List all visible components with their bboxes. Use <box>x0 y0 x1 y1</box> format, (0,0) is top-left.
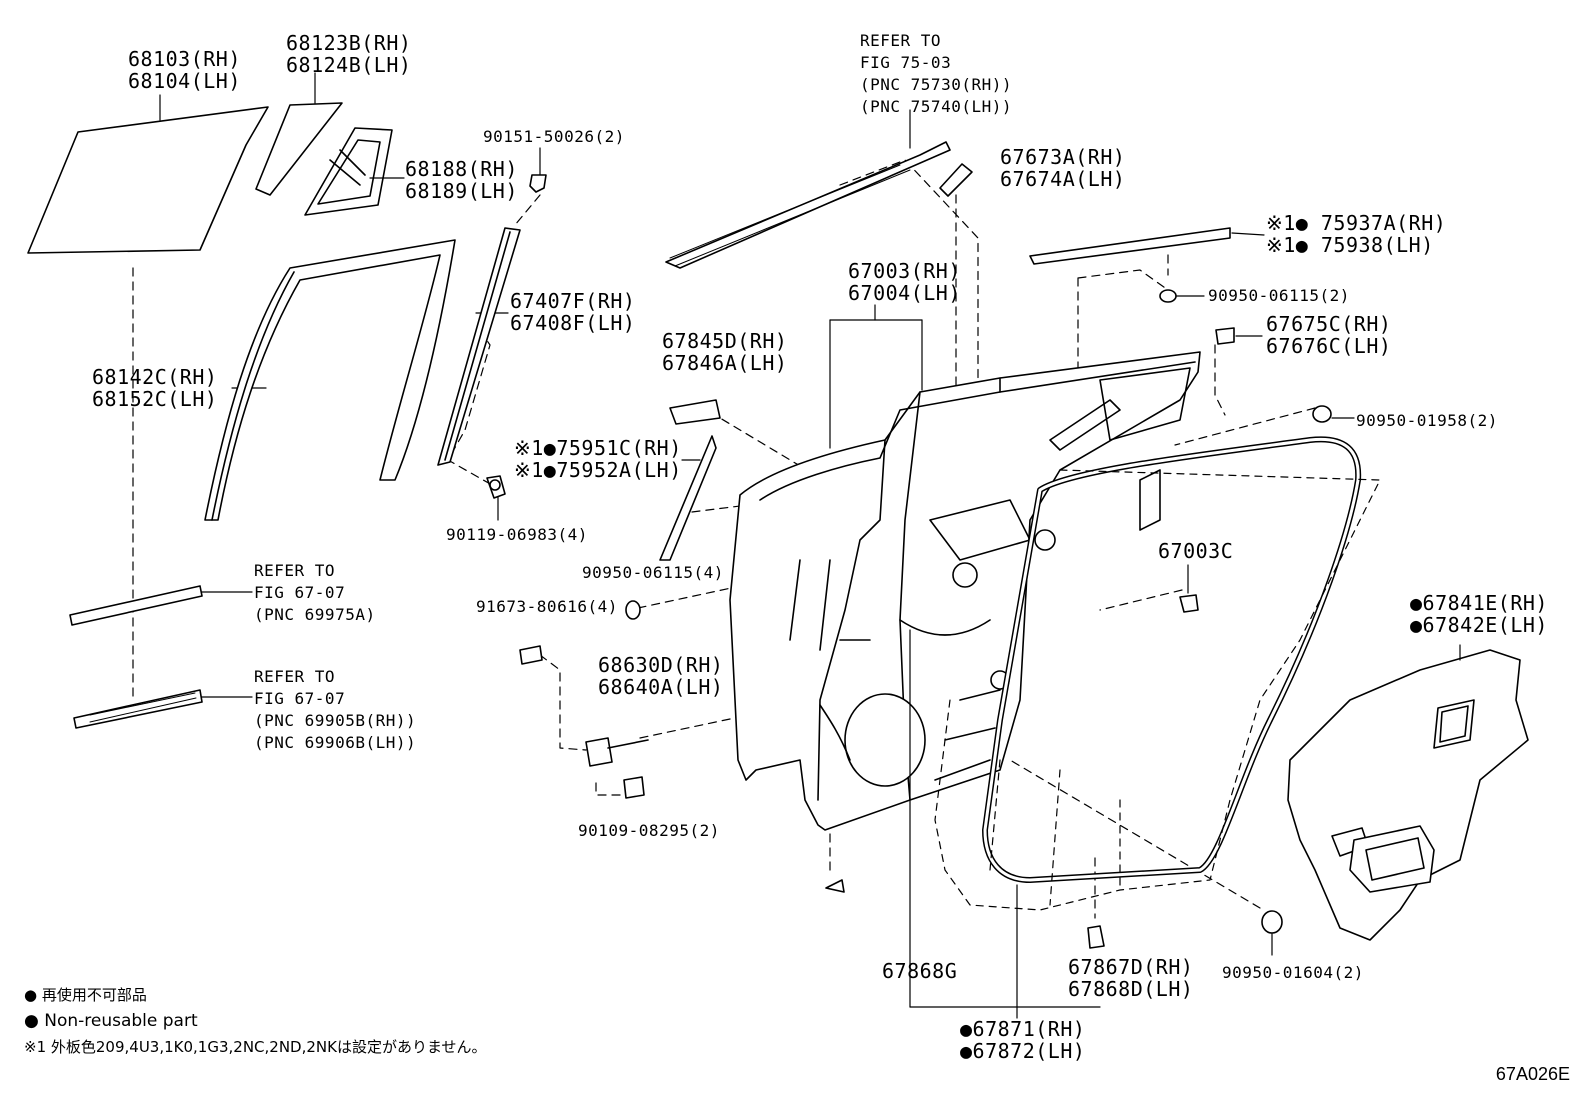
label-67003c: 67003C <box>1158 539 1234 563</box>
moulding-75951 <box>659 435 717 561</box>
label-68123b: 68123B(RH)68124B(LH) <box>286 31 412 77</box>
clip-67867 <box>1087 925 1105 949</box>
label-90950-01958: 90950-01958(2) <box>1356 411 1498 430</box>
label-68188: 68188(RH)68189(LH) <box>405 157 518 203</box>
plug-90950-01958 <box>1312 405 1355 423</box>
rear-door-glass <box>27 106 269 254</box>
label-67673a: 67673A(RH)67674A(LH) <box>1000 145 1126 191</box>
quarter-window-frame <box>304 127 393 216</box>
label-90119: 90119-06983(4) <box>446 525 588 544</box>
label-67871: ●67871(RH)●67872(LH) <box>960 1017 1086 1063</box>
note-non-reusable-jp: ● 再使用不可部品 <box>24 986 147 1004</box>
label-75951c: ※1●75951C(RH)※1●75952A(LH) <box>514 436 682 482</box>
door-leader-67003 <box>829 304 923 449</box>
label-91673: 91673-80616(4) <box>476 597 618 616</box>
door-division-bar <box>437 227 521 466</box>
clip-90151 <box>529 174 547 193</box>
glass-run-channel <box>204 239 456 521</box>
label-68142c: 68142C(RH)68152C(LH) <box>92 365 218 411</box>
label-68103: 68103(RH)68104(LH) <box>128 47 241 93</box>
service-hole-cover-67841 <box>1287 644 1529 941</box>
label-75937a: ※1● 75937A(RH)※1● 75938(LH) <box>1266 211 1447 257</box>
grommet-90950-01604 <box>1261 910 1283 956</box>
door-check-68630 <box>585 737 649 767</box>
label-67845d: 67845D(RH)67846A(LH) <box>662 329 788 375</box>
bolt-91673 <box>519 645 543 665</box>
clip-90950-06115-2 <box>1159 289 1205 303</box>
door-panel-67003 <box>729 351 1201 831</box>
label-90109: 90109-08295(2) <box>578 821 720 840</box>
label-67407f: 67407F(RH)67408F(LH) <box>510 289 636 335</box>
figure-code: 67A026E <box>1495 1064 1570 1084</box>
clip-67673 <box>939 163 973 197</box>
outer-belt-weatherstrip <box>69 585 203 626</box>
bolt-90109 <box>623 776 645 799</box>
note-non-reusable-en: ● Non-reusable part <box>24 1011 198 1031</box>
roof-side-molding-75730 <box>665 109 951 269</box>
belt-molding-75937 <box>1029 227 1265 265</box>
weatherstrip-leaders <box>909 629 1101 1019</box>
plug-67003c <box>1179 564 1199 613</box>
label-67675c: 67675C(RH)67676C(LH) <box>1266 312 1392 358</box>
label-90950-06115-4: 90950-06115(4) <box>582 563 724 582</box>
label-68630d: 68630D(RH)68640A(LH) <box>598 653 724 699</box>
label-90151: 90151-50026(2) <box>483 127 625 146</box>
label-67867d: 67867D(RH)67868D(LH) <box>1068 955 1194 1001</box>
clip-90950-06115-4 <box>625 600 641 620</box>
grommet-67837 <box>825 879 845 893</box>
label-67868g: 67868G <box>882 959 958 983</box>
label-90950-06115-2: 90950-06115(2) <box>1208 286 1350 305</box>
label-67841e: ●67841E(RH)●67842E(LH) <box>1410 591 1548 637</box>
stopper-67675 <box>1215 327 1263 345</box>
quarter-glass <box>255 102 343 196</box>
screw-90119 <box>486 475 506 499</box>
label-67003: 67003(RH)67004(LH) <box>848 259 961 305</box>
clip-67845 <box>669 399 721 425</box>
label-90950-01604: 90950-01604(2) <box>1222 963 1364 982</box>
note-color-restriction: ※1 外板色209,4U3,1K0,1G3,2NC,2ND,2NKは設定がありま… <box>24 1038 487 1056</box>
inner-belt-weatherstrip <box>73 689 203 729</box>
weatherstrip-dashed-outline <box>934 469 1381 911</box>
